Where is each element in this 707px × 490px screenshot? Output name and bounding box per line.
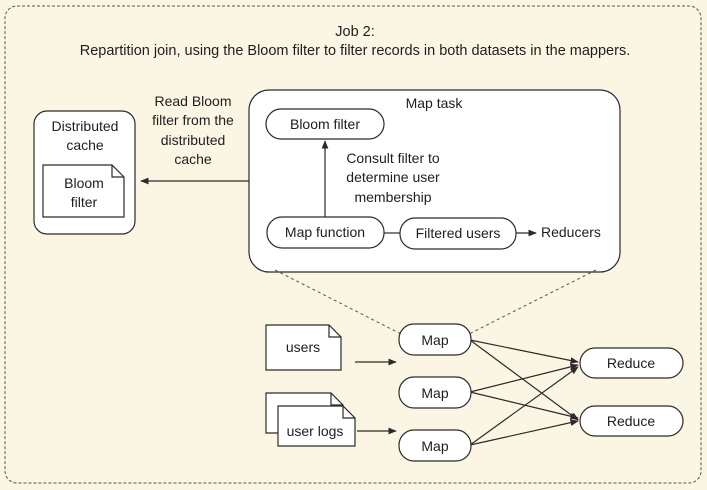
user-logs-label: user logs (287, 423, 344, 439)
cache-doc-line1: Bloom (64, 175, 104, 191)
map-function-label: Map function (285, 224, 365, 240)
cache-doc-line2: filter (71, 194, 98, 210)
consult-line3: membership (354, 189, 431, 205)
reduce-node-1 (579, 347, 684, 379)
consult-line1: Consult filter to (346, 150, 440, 166)
read-annotation-line4: cache (174, 151, 212, 167)
outer-frame (4, 5, 702, 484)
reduce-node-2 (579, 405, 684, 437)
map-to-reduce-edges (469, 339, 579, 446)
bloom-filter-document-icon (42, 164, 125, 218)
bloom-filter-label: Bloom filter (290, 116, 360, 132)
read-bloom-annotation: Read Bloom filter from the distributed c… (152, 93, 234, 167)
map-node-1 (398, 323, 472, 356)
consult-annotation: Consult filter to determine user members… (346, 150, 440, 205)
map-node-2 (398, 376, 472, 409)
reduce-node-2-label: Reduce (607, 413, 655, 429)
read-annotation-line2: filter from the (152, 112, 234, 128)
read-annotation-line1: Read Bloom (154, 93, 231, 109)
job-title: Job 2: (335, 24, 375, 40)
reducers-label: Reducers (541, 224, 601, 240)
cache-title-line1: Distributed (52, 118, 119, 134)
map-node-3 (398, 429, 472, 462)
job-subtitle: Repartition join, using the Bloom filter… (80, 43, 630, 59)
cache-title-line2: cache (66, 137, 104, 153)
distributed-cache: Distributed cache Bloom filter (33, 110, 136, 235)
bloom-filter-node (265, 108, 385, 140)
reduce-node-1-label: Reduce (607, 355, 655, 371)
map-node-3-label: Map (421, 438, 448, 454)
zoom-line-right (468, 269, 597, 335)
consult-line2: determine user (346, 169, 440, 185)
users-file-icon (265, 324, 342, 371)
map-node-2-label: Map (421, 385, 448, 401)
map-task-title: Map task (406, 95, 464, 111)
user-logs-file-icon (265, 392, 356, 447)
read-annotation-line3: distributed (161, 132, 226, 148)
map-node-1-label: Map (421, 332, 448, 348)
users-file-label: users (286, 339, 320, 355)
filtered-users-label: Filtered users (416, 225, 501, 241)
